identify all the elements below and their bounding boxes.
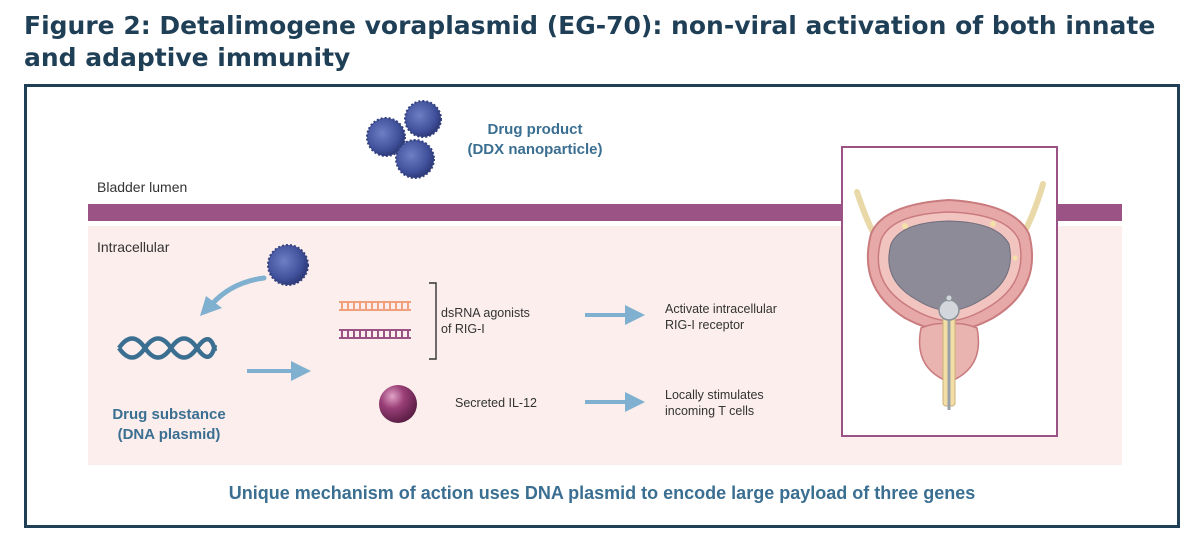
drug-product-line1: Drug product: [487, 121, 583, 138]
drug-substance-line1: Drug substance: [112, 406, 226, 423]
il12-effect-label: Locally stimulates incoming T cells: [665, 387, 764, 419]
dsrna-label-line1: dsRNA agonists: [441, 306, 530, 320]
bladder-lumen-label: Bladder lumen: [97, 179, 188, 195]
expression-arrow: [247, 361, 311, 381]
dsrna-label: dsRNA agonists of RIG-I: [441, 305, 530, 337]
il12-sphere-icon: [379, 385, 417, 423]
bladder-anatomy-icon: [854, 181, 1046, 410]
figure-title: Figure 2: Detalimogene voraplasmid (EG-7…: [24, 11, 1156, 72]
dsrna-bracket: [429, 282, 437, 360]
drug-product-label: Drug product (DDX nanoparticle): [445, 120, 625, 160]
il12-label: Secreted IL-12: [455, 396, 537, 410]
dsrna-effect-line1: Activate intracellular: [665, 302, 777, 316]
drug-substance-label: Drug substance (DNA plasmid): [89, 405, 249, 445]
drug-substance-line2: (DNA plasmid): [117, 426, 221, 443]
dsrna-effect-line2: RIG-I receptor: [665, 318, 745, 332]
dsrna-effect-arrow: [585, 305, 645, 325]
nanoparticle-cluster-icon: [366, 100, 442, 179]
dsrna-effect-label: Activate intracellular RIG-I receptor: [665, 301, 777, 333]
il12-effect-line1: Locally stimulates: [665, 388, 764, 402]
intracellular-nanoparticle-icon: [267, 244, 309, 286]
intracellular-label: Intracellular: [97, 239, 170, 255]
diagram-frame: Bladder lumen Intracellular Drug product…: [24, 84, 1180, 528]
dsrna-icon: [339, 301, 411, 339]
drug-product-line2: (DDX nanoparticle): [467, 141, 603, 158]
il12-effect-arrow: [585, 392, 645, 412]
mechanism-caption: Unique mechanism of action uses DNA plas…: [228, 483, 976, 503]
il12-effect-line2: incoming T cells: [665, 404, 755, 418]
dna-plasmid-icon: [117, 336, 218, 360]
bladder-anatomy-panel: [841, 146, 1058, 437]
uptake-curved-arrow: [200, 275, 267, 316]
dsrna-label-line2: of RIG-I: [441, 322, 485, 336]
